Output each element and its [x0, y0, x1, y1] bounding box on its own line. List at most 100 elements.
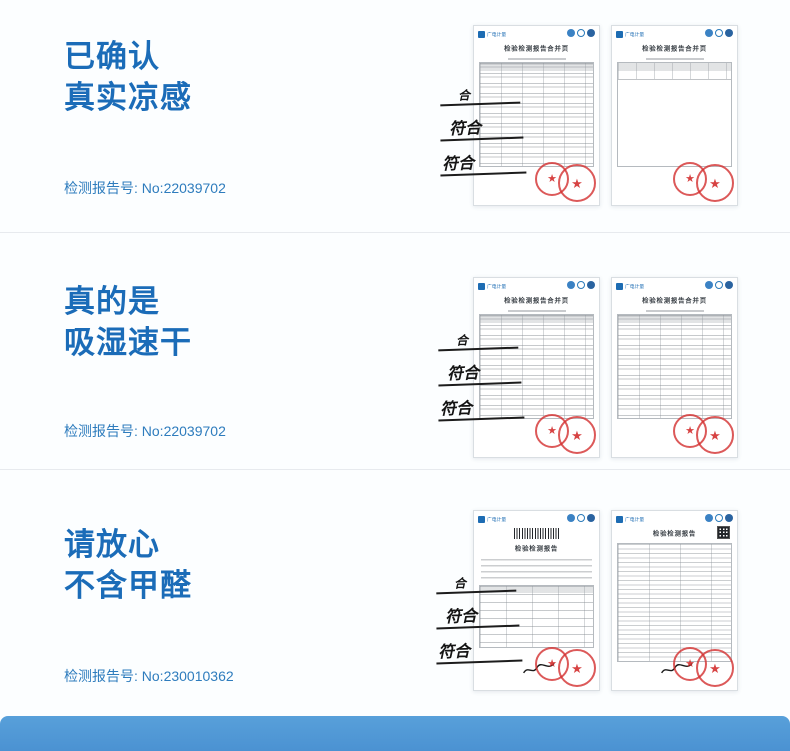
grg-logo: 广电计量: [616, 514, 657, 525]
logo-text: 广电计量: [487, 31, 507, 38]
handwritten-annotations: 合 符合 符合: [439, 84, 536, 184]
cnas-badge-icon: [587, 281, 595, 289]
red-stamp-icon: ★: [535, 647, 569, 681]
report-table: [617, 62, 732, 167]
grg-logo-icon: [616, 31, 623, 38]
red-stamp-icon: ★: [673, 414, 707, 448]
logo-text: 广电计量: [487, 283, 507, 290]
heading-line-1: 真的是: [64, 284, 160, 319]
cma-badge-icon: [567, 281, 575, 289]
report-subtitle-line: [507, 310, 566, 312]
section-heading: 真的是 吸湿速干: [64, 281, 192, 363]
heading-line-2: 吸湿速干: [64, 325, 192, 360]
heading-line-1: 已确认: [64, 39, 160, 74]
test-report-document: 广电计量 检验检测报告 ★ ★: [611, 510, 738, 691]
grg-logo-icon: [478, 516, 485, 523]
annotation-line: 符合: [435, 600, 520, 630]
section-heading: 已确认 真实凉感: [64, 36, 192, 118]
test-report-document: 广电计量 检验检测报告合并页 ★ ★: [611, 277, 738, 458]
section-heading: 请放心 不含甲醛: [64, 524, 192, 606]
cma-badge-icon: [705, 29, 713, 37]
cnas-badge-icon: [725, 514, 733, 522]
annotation-line: 符合: [437, 392, 525, 422]
cma-badge-icon: [705, 514, 713, 522]
report-table: [479, 585, 594, 648]
report-header: 广电计量: [612, 511, 737, 527]
report-documents: 广电计量 检验检测报告合并页 ★ ★: [473, 25, 738, 206]
test-report-document: 广电计量 检验检测报告合并页 ★ ★: [473, 25, 600, 206]
cma-badge-icon: [567, 514, 575, 522]
test-report-document: 广电计量 检验检测报告合并页 ★ ★: [611, 25, 738, 206]
logo-text: 广电计量: [487, 516, 507, 523]
report-table: [479, 314, 594, 419]
annotation-line: 符合: [439, 147, 527, 177]
grg-logo: 广电计量: [478, 281, 519, 292]
annotation-line: 符合: [437, 357, 522, 387]
ilac-badge-icon: [577, 281, 585, 289]
bottom-blue-band: [0, 716, 790, 751]
annotation-line: 符合: [435, 635, 523, 665]
report-title: 检验检测报告: [514, 544, 559, 552]
report-subtitle-line: [645, 310, 704, 312]
cnas-badge-icon: [725, 29, 733, 37]
heading-line-2: 真实凉感: [64, 80, 192, 115]
heading-line-1: 请放心: [64, 527, 160, 562]
report-header: 广电计量: [474, 278, 599, 294]
annotation-line: 合: [435, 572, 517, 595]
red-stamp-icon: ★: [673, 647, 707, 681]
accreditation-badges: [705, 29, 733, 37]
report-documents: 广电计量 检验检测报告合并页 ★ ★: [473, 277, 738, 458]
annotation-line: 合: [439, 84, 521, 107]
cnas-badge-icon: [587, 514, 595, 522]
report-table: [617, 314, 732, 419]
report-text-block: [481, 559, 592, 581]
qr-code-icon: [717, 526, 730, 539]
grg-logo-icon: [478, 283, 485, 290]
grg-logo: 广电计量: [616, 281, 657, 292]
grg-logo-icon: [616, 516, 623, 523]
report-table: [617, 543, 732, 662]
report-title: 检验检测报告合并页: [504, 296, 569, 304]
ilac-badge-icon: [715, 514, 723, 522]
red-stamp-icon: ★: [673, 162, 707, 196]
report-title: 检验检测报告合并页: [504, 44, 569, 52]
accreditation-badges: [567, 514, 595, 522]
report-subtitle-line: [507, 58, 566, 60]
accreditation-badges: [567, 281, 595, 289]
report-title: 检验检测报告合并页: [642, 44, 707, 52]
red-stamp-icon: ★: [535, 162, 569, 196]
annotation-line: 符合: [439, 112, 524, 142]
report-number-label: 检测报告号: No:230010362: [64, 668, 234, 684]
grg-logo-icon: [478, 31, 485, 38]
accreditation-badges: [567, 29, 595, 37]
ilac-badge-icon: [577, 29, 585, 37]
report-header: 广电计量: [612, 278, 737, 294]
report-subtitle-line: [645, 58, 704, 60]
report-number-label: 检测报告号: No:22039702: [64, 423, 226, 439]
cnas-badge-icon: [587, 29, 595, 37]
test-report-document: 广电计量 检验检测报告 ★ ★: [473, 510, 600, 691]
logo-text: 广电计量: [625, 516, 645, 523]
report-header: 广电计量: [474, 26, 599, 42]
accreditation-badges: [705, 281, 733, 289]
feature-section-formaldehyde: 请放心 不含甲醛 检测报告号: No:230010362 合 符合 符合 广电计…: [0, 470, 790, 716]
barcode-icon: [513, 528, 560, 539]
report-number-label: 检测报告号: No:22039702: [64, 180, 226, 196]
ilac-badge-icon: [577, 514, 585, 522]
logo-text: 广电计量: [625, 283, 645, 290]
ilac-badge-icon: [715, 281, 723, 289]
grg-logo: 广电计量: [616, 29, 657, 40]
feature-section-cooling: 已确认 真实凉感 检测报告号: No:22039702 合 符合 符合 广电计量: [0, 0, 790, 233]
cma-badge-icon: [567, 29, 575, 37]
annotation-line: 合: [437, 329, 519, 352]
ilac-badge-icon: [715, 29, 723, 37]
grg-logo-icon: [616, 283, 623, 290]
feature-section-moisture: 真的是 吸湿速干 检测报告号: No:22039702 合 符合 符合 广电计量: [0, 233, 790, 470]
report-title: 检验检测报告: [652, 529, 697, 537]
handwritten-annotations: 合 符合 符合: [437, 329, 534, 429]
cnas-badge-icon: [725, 281, 733, 289]
report-table: [479, 62, 594, 167]
heading-line-2: 不含甲醛: [64, 568, 192, 603]
grg-logo: 广电计量: [478, 29, 519, 40]
